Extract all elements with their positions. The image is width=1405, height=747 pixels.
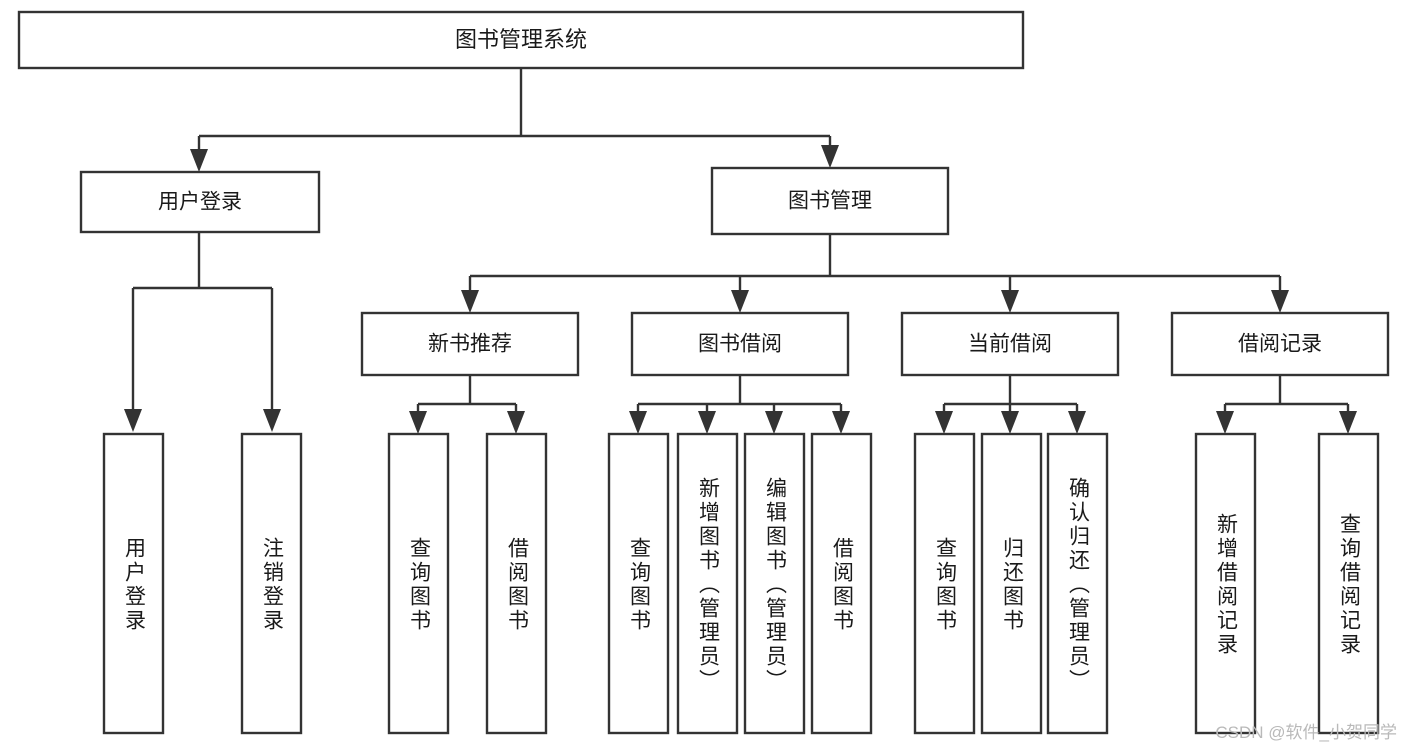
leaf-user-login[interactable]: 用户登录 xyxy=(102,432,165,735)
leaf-nb-query-book-label: 查询图书 xyxy=(407,537,431,633)
arrow-head-leaf-br-add xyxy=(1216,411,1234,434)
arrow-head-to-user-login xyxy=(190,149,208,172)
node-borrow-record-label: 借阅记录 xyxy=(1238,333,1322,356)
leaf-cb-query-book-box[interactable] xyxy=(913,432,976,735)
arrow-head-to-borrow-record xyxy=(1271,290,1289,313)
leaf-br-add-record-label: 新增借阅记录 xyxy=(1214,513,1238,657)
leaf-nb-borrow-book[interactable]: 借阅图书 xyxy=(485,432,548,735)
node-book-manage-box[interactable] xyxy=(710,166,950,236)
arrow-head-leaf-bb-add xyxy=(698,411,716,434)
arrow-head-leaf-bb-edit xyxy=(765,411,783,434)
node-root-label: 图书管理系统 xyxy=(455,27,587,52)
leaf-cb-confirm-return[interactable]: 确认归还（管理员） xyxy=(1046,432,1109,735)
edge-new-book-bus xyxy=(416,375,518,416)
arrow-head-leaf-cb-return xyxy=(1001,411,1019,434)
node-root[interactable]: 图书管理系统 xyxy=(17,10,1025,70)
arrow-head-to-book-borrow xyxy=(731,290,749,313)
leaf-bb-borrow-book-box[interactable] xyxy=(810,432,873,735)
leaf-bb-borrow-book[interactable]: 借阅图书 xyxy=(810,432,873,735)
node-user-login-label: 用户登录 xyxy=(158,191,242,214)
leaf-bb-query-book[interactable]: 查询图书 xyxy=(607,432,670,735)
leaf-cb-return-book[interactable]: 归还图书 xyxy=(980,432,1043,735)
node-new-book-recommend-label: 新书推荐 xyxy=(428,333,512,356)
arrow-head-leaf-cb-confirm xyxy=(1068,411,1086,434)
leaf-bb-add-book-label: 新增图书（管理员） xyxy=(696,477,720,693)
leaf-cb-return-book-box[interactable] xyxy=(980,432,1043,735)
edge-user-login-bus xyxy=(131,232,274,412)
node-book-borrow[interactable]: 图书借阅 xyxy=(630,311,850,377)
node-user-login[interactable]: 用户登录 xyxy=(79,170,321,234)
leaf-cb-confirm-return-label: 确认归还（管理员） xyxy=(1066,477,1090,693)
leaf-bb-edit-book-box[interactable] xyxy=(743,432,806,735)
leaf-logout-box[interactable] xyxy=(240,432,303,735)
leaf-br-query-record-label: 查询借阅记录 xyxy=(1337,513,1361,657)
arrow-head-leaf-nb-borrow xyxy=(507,411,525,434)
leaf-bb-edit-book[interactable]: 编辑图书（管理员） xyxy=(743,432,806,735)
leaf-user-login-label: 用户登录 xyxy=(122,537,146,633)
node-current-borrow-box[interactable] xyxy=(900,311,1120,377)
leaf-br-add-record-box[interactable] xyxy=(1194,432,1257,735)
leaf-nb-borrow-book-label: 借阅图书 xyxy=(505,537,529,633)
leaf-logout[interactable]: 注销登录 xyxy=(240,432,303,735)
node-current-borrow[interactable]: 当前借阅 xyxy=(900,311,1120,377)
arrow-head-leaf-user-login xyxy=(124,409,142,432)
edge-layer xyxy=(124,68,1357,434)
edge-current-borrow-bus xyxy=(942,375,1079,416)
arrow-head-leaf-br-query xyxy=(1339,411,1357,434)
leaf-bb-edit-book-label: 编辑图书（管理员） xyxy=(763,477,787,693)
leaf-bb-add-book[interactable]: 新增图书（管理员） xyxy=(676,432,739,735)
leaf-br-query-record[interactable]: 查询借阅记录 xyxy=(1317,432,1380,735)
node-user-login-box[interactable] xyxy=(79,170,321,234)
arrow-head-leaf-cb-query xyxy=(935,411,953,434)
node-root-box[interactable] xyxy=(17,10,1025,70)
leaf-cb-query-book[interactable]: 查询图书 xyxy=(913,432,976,735)
edge-book-manage-bus xyxy=(468,234,1282,296)
leaf-user-login-box[interactable] xyxy=(102,432,165,735)
leaf-cb-confirm-return-box[interactable] xyxy=(1046,432,1109,735)
node-book-borrow-label: 图书借阅 xyxy=(698,333,782,356)
leaf-logout-label: 注销登录 xyxy=(260,537,284,633)
leaf-nb-query-book-box[interactable] xyxy=(387,432,450,735)
arrow-head-leaf-nb-query xyxy=(409,411,427,434)
edge-root-to-level1-bus xyxy=(197,68,832,160)
edge-borrow-record-bus xyxy=(1223,375,1350,416)
leaf-br-add-record[interactable]: 新增借阅记录 xyxy=(1194,432,1257,735)
leaf-nb-borrow-book-box[interactable] xyxy=(485,432,548,735)
arrow-head-to-book-manage xyxy=(821,145,839,168)
node-book-manage[interactable]: 图书管理 xyxy=(710,166,950,236)
arrow-head-leaf-bb-borrow xyxy=(832,411,850,434)
arrow-head-to-new-book xyxy=(461,290,479,313)
node-borrow-record[interactable]: 借阅记录 xyxy=(1170,311,1390,377)
node-book-borrow-box[interactable] xyxy=(630,311,850,377)
arrow-head-leaf-bb-query xyxy=(629,411,647,434)
node-borrow-record-box[interactable] xyxy=(1170,311,1390,377)
leaf-br-query-record-box[interactable] xyxy=(1317,432,1380,735)
leaf-bb-query-book-label: 查询图书 xyxy=(627,537,651,633)
leaf-nb-query-book[interactable]: 查询图书 xyxy=(387,432,450,735)
leaf-bb-add-book-box[interactable] xyxy=(676,432,739,735)
edge-book-borrow-bus xyxy=(636,375,843,416)
node-book-manage-label: 图书管理 xyxy=(788,190,872,213)
node-current-borrow-label: 当前借阅 xyxy=(968,333,1052,356)
leaf-cb-return-book-label: 归还图书 xyxy=(1000,537,1024,633)
arrow-head-to-current-borrow xyxy=(1001,290,1019,313)
arrow-head-leaf-logout xyxy=(263,409,281,432)
leaf-bb-query-book-box[interactable] xyxy=(607,432,670,735)
leaf-bb-borrow-book-label: 借阅图书 xyxy=(830,537,854,633)
node-new-book-recommend-box[interactable] xyxy=(360,311,580,377)
leaf-cb-query-book-label: 查询图书 xyxy=(933,537,957,633)
node-new-book-recommend[interactable]: 新书推荐 xyxy=(360,311,580,377)
